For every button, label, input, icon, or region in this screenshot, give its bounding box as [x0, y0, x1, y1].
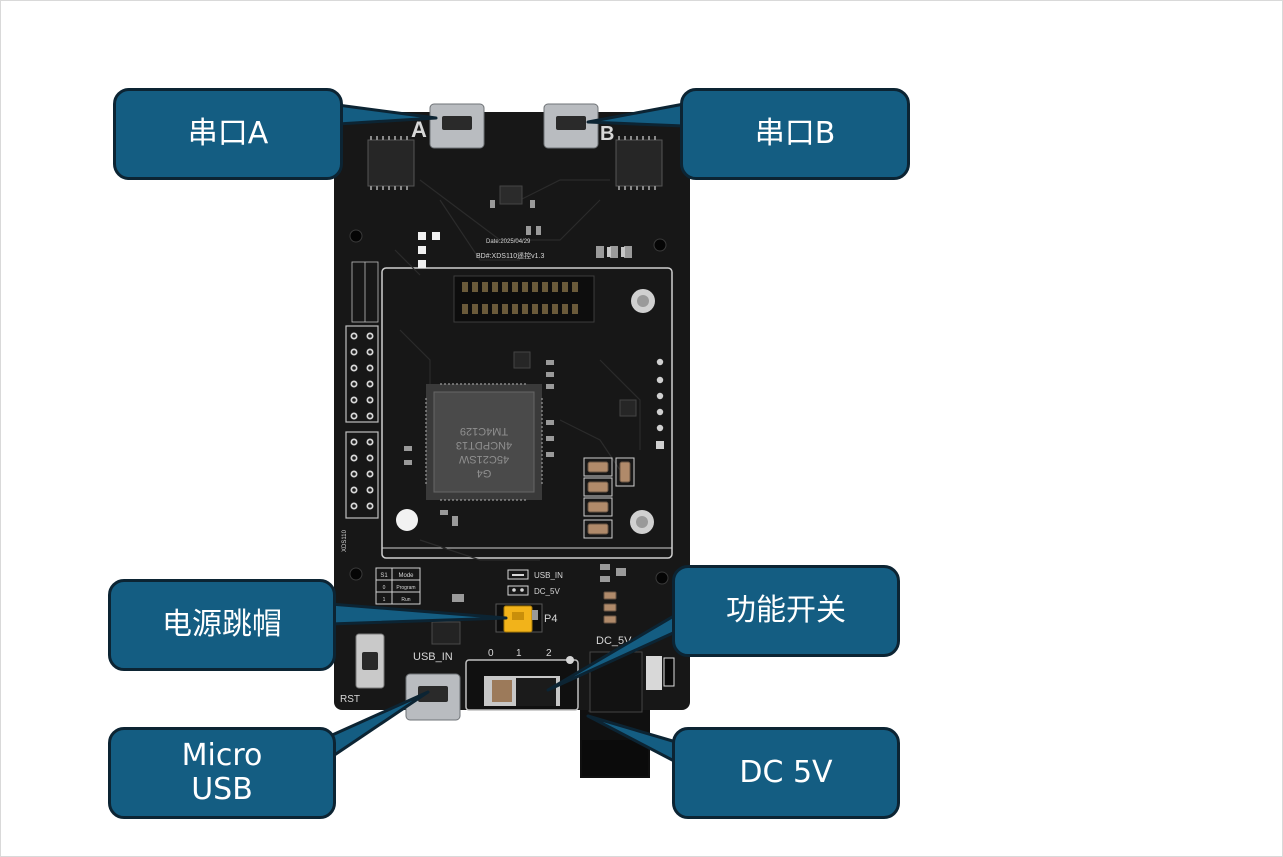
table-row2-a: 1	[383, 597, 386, 603]
chip-text-1: TM4C129	[460, 425, 508, 437]
silk-dc5v-top: DC_5V	[534, 587, 560, 596]
usb-port-bottom	[405, 673, 461, 721]
callout-micro-usb-label: Micro USB	[181, 738, 263, 807]
silk-switch-2: 2	[546, 648, 552, 659]
silk-port-b: B	[600, 123, 614, 145]
callout-uart-a-label: 串口A	[187, 116, 269, 152]
usb-port-a	[429, 103, 485, 149]
silk-date: Date:2025/04/29	[486, 239, 531, 245]
silk-side-label: XDS110	[342, 529, 348, 552]
callout-pointers	[328, 102, 686, 764]
callout-dc-5v: DC 5V	[672, 727, 900, 819]
mode-table: S1 Mode 0 Program 1 Run	[375, 567, 421, 605]
callout-function-switch: 功能开关	[672, 565, 900, 657]
callout-power-jumper-label: 电源跳帽	[162, 607, 282, 643]
board-logo	[418, 232, 440, 268]
mcu-chip: TM4C129 4NCPDT13 45C21SW G4	[425, 383, 543, 501]
silk-dc5v-bottom: DC_5V	[596, 635, 632, 647]
silk-port-a: A	[411, 117, 427, 142]
table-row1-b: Program	[396, 585, 415, 591]
silk-usb-in-bottom: USB_IN	[413, 651, 453, 663]
silk-switch-0: 0	[488, 648, 494, 659]
silk-board-id: BD#:XDS110遥控v1.3	[476, 251, 544, 260]
callout-uart-a: 串口A	[113, 88, 343, 180]
table-row1-a: 0	[383, 585, 386, 591]
usb-port-b	[543, 103, 599, 149]
silk-rst: RST	[340, 694, 360, 705]
chip-text-2: 4NCPDT13	[456, 439, 512, 451]
table-row2-b: Run	[401, 597, 410, 603]
callout-micro-usb: Micro USB	[108, 727, 336, 819]
callout-uart-b-label: 串口B	[754, 116, 836, 152]
table-header-mode: Mode	[398, 573, 414, 579]
callout-power-jumper: 电源跳帽	[108, 579, 336, 671]
callout-dc-5v-label: DC 5V	[739, 755, 833, 791]
silk-p4: P4	[544, 613, 557, 625]
silk-switch-1: 1	[516, 648, 522, 659]
chip-text-4: G4	[477, 467, 492, 479]
chip-text-3: 45C21SW	[458, 453, 509, 465]
callout-uart-b: 串口B	[680, 88, 910, 180]
reset-button-part	[355, 633, 385, 689]
table-header-s1: S1	[380, 573, 388, 579]
pcb-board: TM4C129 4NCPDT13 45C21SW G4	[334, 103, 690, 721]
silk-usb-in-top: USB_IN	[534, 571, 563, 580]
callout-function-switch-label: 功能开关	[726, 593, 846, 629]
